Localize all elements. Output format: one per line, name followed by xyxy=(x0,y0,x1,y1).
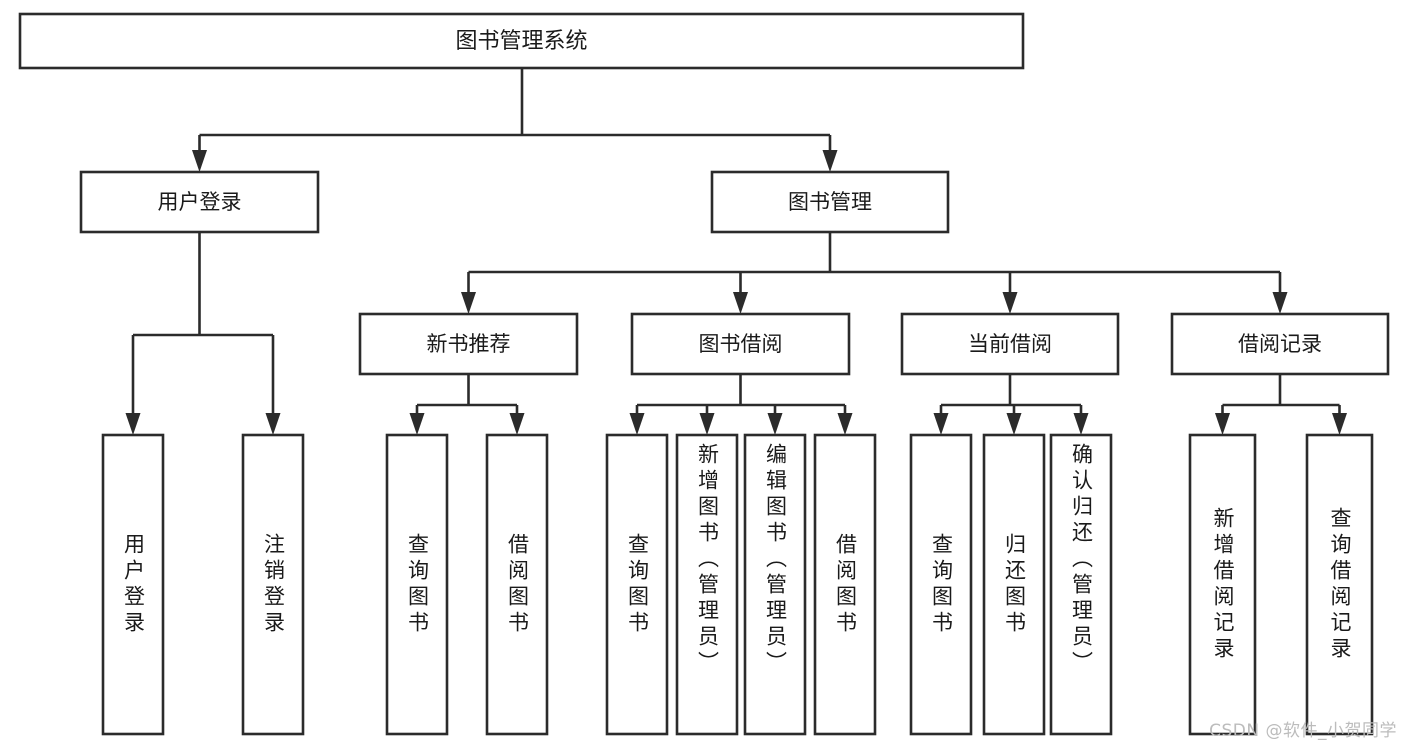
edge-user-login-to-leaf-1-arrowhead xyxy=(265,413,281,435)
leaf-box-5[interactable] xyxy=(675,433,739,736)
node-box-level3-0[interactable] xyxy=(358,312,579,376)
leaf-node-11[interactable] xyxy=(1190,435,1255,734)
leaf-node-10[interactable] xyxy=(1051,435,1111,734)
node-label-level3-0: 新书推荐 xyxy=(427,332,511,356)
leaf-node-8[interactable] xyxy=(911,435,971,734)
edge-level3-2-to-leaf-1-arrowhead xyxy=(1006,413,1022,435)
edge-level3-1-to-leaf-3-arrowhead xyxy=(837,413,853,435)
watermark: CSDN @软件_小贺同学 xyxy=(1209,721,1397,741)
leaf-node-3[interactable] xyxy=(487,435,547,734)
node-label-level3-2: 当前借阅 xyxy=(968,332,1052,356)
edge-level3-2-to-leaf-2-arrowhead xyxy=(1073,413,1089,435)
edge-management-to-level3-1-arrowhead xyxy=(733,292,748,314)
leaf-node-4[interactable] xyxy=(607,435,667,734)
edge-level3-1-to-leaf-0-arrowhead xyxy=(629,413,645,435)
edge-level3-2-to-leaf-0-arrowhead xyxy=(933,413,949,435)
node-box-level2-0[interactable] xyxy=(79,170,320,234)
edge-user-login-to-leaf-0-arrowhead xyxy=(125,413,141,435)
leaf-box-6[interactable] xyxy=(743,433,807,736)
node-label-level3-1: 图书借阅 xyxy=(699,332,783,356)
leaf-node-0[interactable] xyxy=(103,435,163,734)
leaf-box-7[interactable] xyxy=(813,433,877,736)
edge-management-to-level3-2-arrowhead xyxy=(1002,292,1018,314)
leaf-box-9[interactable] xyxy=(982,433,1046,736)
edge-level3-3-to-leaf-1-arrowhead xyxy=(1332,413,1347,435)
node-box-level3-1[interactable] xyxy=(630,312,851,376)
leaf-box-11[interactable] xyxy=(1188,433,1257,736)
edge-level3-0-to-leaf-0-arrowhead xyxy=(409,413,425,435)
node-label-root: 图书管理系统 xyxy=(455,29,587,54)
leaf-box-10[interactable] xyxy=(1049,433,1113,736)
node-box-level3-3[interactable] xyxy=(1170,312,1390,376)
edge-management-to-level3-0-arrowhead xyxy=(461,292,476,314)
node-label-level2-1: 图书管理 xyxy=(788,190,872,214)
node-box-level2-1[interactable] xyxy=(710,170,950,234)
edge-level3-3-to-leaf-0-arrowhead xyxy=(1215,413,1230,435)
node-label-level3-3: 借阅记录 xyxy=(1238,332,1322,356)
leaf-node-1[interactable] xyxy=(243,435,303,734)
leaf-node-7[interactable] xyxy=(815,435,875,734)
box-layer xyxy=(18,12,1390,736)
leaf-box-2[interactable] xyxy=(385,433,449,736)
edge-management-to-level3-3-arrowhead xyxy=(1272,292,1288,314)
node-label-level2-0: 用户登录 xyxy=(158,190,242,214)
leaf-box-8[interactable] xyxy=(909,433,973,736)
edge-level3-1-to-leaf-2-arrowhead xyxy=(767,413,783,435)
connector-layer xyxy=(125,68,1347,435)
leaf-node-6[interactable] xyxy=(745,435,805,734)
edge-root-to-level2-0-arrowhead xyxy=(192,150,207,172)
leaf-box-3[interactable] xyxy=(485,433,549,736)
node-box-root[interactable] xyxy=(18,12,1025,70)
leaf-node-12[interactable] xyxy=(1307,435,1372,734)
leaf-node-2[interactable] xyxy=(387,435,447,734)
edge-root-to-level2-1-arrowhead xyxy=(822,150,838,172)
edge-level3-0-to-leaf-1-arrowhead xyxy=(509,413,525,435)
leaf-box-0[interactable] xyxy=(101,433,165,736)
edge-level3-1-to-leaf-1-arrowhead xyxy=(699,413,715,435)
leaf-box-12[interactable] xyxy=(1305,433,1374,736)
leaf-box-1[interactable] xyxy=(241,433,305,736)
leaf-node-9[interactable] xyxy=(984,435,1044,734)
node-box-level3-2[interactable] xyxy=(900,312,1120,376)
leaf-node-5[interactable] xyxy=(677,435,737,734)
leaf-box-4[interactable] xyxy=(605,433,669,736)
